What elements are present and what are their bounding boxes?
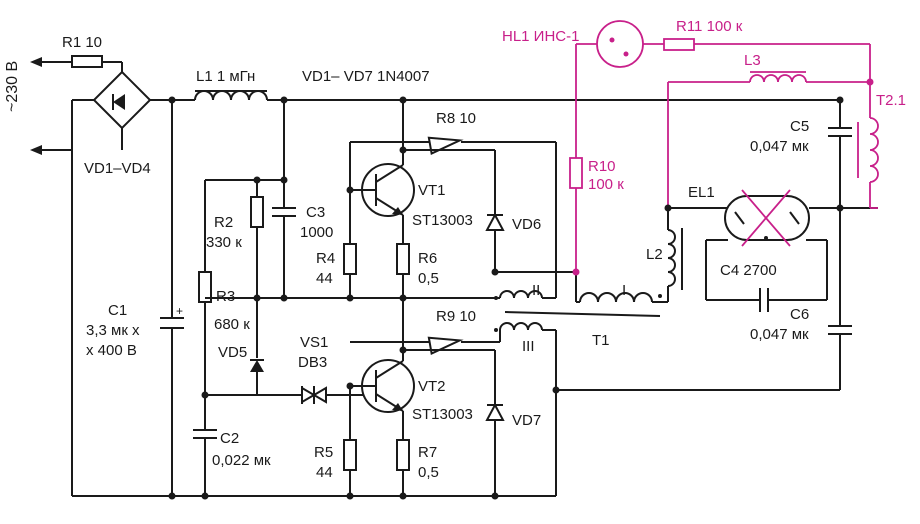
r5-label: R5 xyxy=(314,444,334,461)
c4-label: C4 2700 xyxy=(720,262,777,279)
r2-value: 330 к xyxy=(206,234,242,251)
r10-value: 100 к xyxy=(588,176,624,193)
r7-value: 0,5 xyxy=(418,464,439,481)
vd6-label: VD6 xyxy=(512,216,542,233)
r3-label: R3 xyxy=(216,288,236,305)
r11-resistor xyxy=(663,38,695,51)
c6-value: 0,047 мк xyxy=(750,326,809,343)
vs1-label: VS1 xyxy=(300,334,329,351)
vd5-label: VD5 xyxy=(218,344,248,361)
r1-label: R1 10 xyxy=(62,34,103,51)
c3-value: 1000 xyxy=(300,224,334,241)
hl1-label: HL1 ИНС-1 xyxy=(502,28,580,45)
l2-inductor xyxy=(667,229,676,287)
r9-label: R9 10 xyxy=(436,308,477,325)
l3-inductor xyxy=(749,74,807,83)
c1-value-1: 3,3 мк х xyxy=(86,322,140,339)
l2-label: L2 xyxy=(646,246,663,263)
vd6-diode xyxy=(485,212,505,231)
r4-value: 44 xyxy=(316,270,333,287)
bridge-rectifier xyxy=(71,62,152,150)
l1-inductor xyxy=(194,90,268,101)
vt1-type: ST13003 xyxy=(412,212,473,229)
vd1-vd4-label: VD1–VD4 xyxy=(84,160,151,177)
r7-resistor xyxy=(396,439,410,471)
r6-value: 0,5 xyxy=(418,270,439,287)
r3-value: 680 к xyxy=(214,316,250,333)
vs1-dinistor xyxy=(301,386,380,404)
svg-text:+: + xyxy=(176,304,183,318)
l1-label: L1 1 мГн xyxy=(196,68,256,85)
t1-winding-2 xyxy=(499,290,543,299)
t1-winding-1-label: I xyxy=(622,282,627,299)
r2-resistor xyxy=(250,196,264,228)
c2-label: C2 xyxy=(220,430,240,447)
r11-label: R11 100 к xyxy=(676,18,743,35)
t1-winding-3-label: III xyxy=(522,338,535,355)
c1-label: C1 xyxy=(108,302,128,319)
r4-resistor xyxy=(343,243,357,275)
r4-label: R4 xyxy=(316,250,336,267)
r8-label: R8 10 xyxy=(436,110,477,127)
c5-value: 0,047 мк xyxy=(750,138,809,155)
vd7-diode xyxy=(485,402,505,421)
t2-label: T2.1 xyxy=(876,92,907,109)
t2-winding xyxy=(869,117,879,183)
vt1-transistor xyxy=(350,150,415,217)
vd7-label: VD7 xyxy=(512,412,542,429)
t1-label: T1 xyxy=(592,332,610,349)
t1-winding-2-label: II xyxy=(532,282,541,299)
hl1-neon-lamp xyxy=(596,20,644,68)
c1-value-2: х 400 В xyxy=(86,342,137,359)
r2-label: R2 xyxy=(214,214,234,231)
vt2-type: ST13003 xyxy=(412,406,473,423)
r6-label: R6 xyxy=(418,250,438,267)
vt2-label: VT2 xyxy=(418,378,446,395)
l3-label: L3 xyxy=(744,52,761,69)
vt2-transistor xyxy=(350,350,415,413)
r5-resistor xyxy=(343,439,357,471)
t1-winding-1 xyxy=(579,292,653,303)
mains-label: ~230 В xyxy=(4,60,21,112)
el1-lamp xyxy=(724,189,810,247)
r6-resistor xyxy=(396,243,410,275)
diodes-note: VD1– VD7 1N4007 xyxy=(302,68,430,85)
vd5-diode xyxy=(250,360,264,372)
r10-resistor xyxy=(569,157,583,189)
c6-label: C6 xyxy=(790,306,810,323)
r5-value: 44 xyxy=(316,464,333,481)
c3-label: C3 xyxy=(306,204,326,221)
junction-dots xyxy=(168,78,874,500)
c2-value: 0,022 мк xyxy=(212,452,271,469)
vs1-type: DB3 xyxy=(298,354,328,371)
r1-resistor xyxy=(71,55,103,68)
mains-input xyxy=(30,57,122,155)
vt1-label: VT1 xyxy=(418,182,446,199)
r10-label: R10 xyxy=(588,158,616,175)
c5-label: C5 xyxy=(790,118,810,135)
r7-label: R7 xyxy=(418,444,438,461)
el1-label: EL1 xyxy=(688,184,715,201)
t1-winding-3 xyxy=(499,322,543,331)
